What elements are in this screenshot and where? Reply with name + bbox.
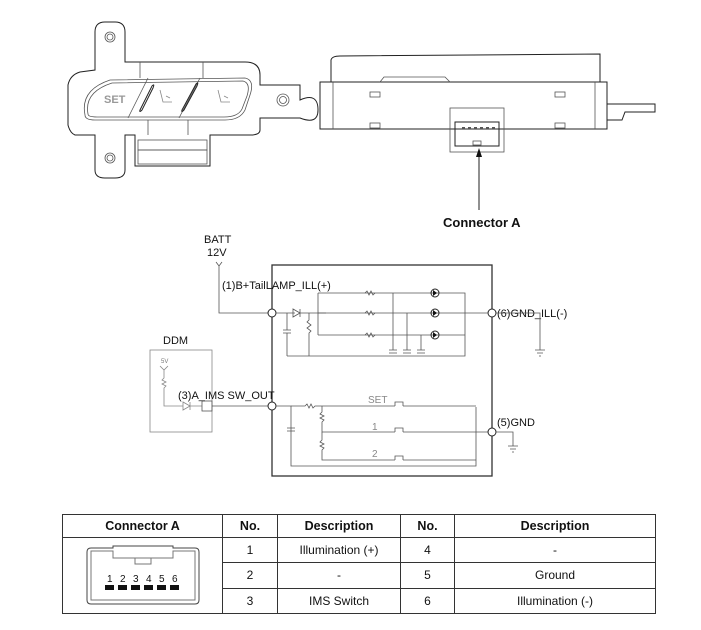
pin-number: 3 — [222, 587, 278, 615]
pin-number: 4 — [400, 536, 455, 564]
pin-number: 2 — [222, 562, 278, 589]
switch-2-label: 2 — [372, 449, 378, 460]
pin5-label: (5)GND — [497, 417, 535, 429]
connector-a-label: Connector A — [443, 215, 521, 230]
table-row: 3 IMS Switch 6 Illumination (-) — [63, 587, 656, 615]
led-icons — [430, 288, 440, 340]
connector-pin-number: 3 — [133, 574, 139, 585]
pin5-node — [487, 427, 497, 437]
ddm-supply-label: 5V — [161, 359, 168, 365]
header-description-b: Description — [454, 514, 656, 538]
pin-number: 1 — [222, 536, 278, 564]
table-header-row: Connector A No. Description No. Descript… — [62, 514, 656, 538]
pin6-node — [487, 308, 497, 318]
connector-pin-number: 5 — [159, 574, 165, 585]
header-connector: Connector A — [62, 514, 223, 538]
ddm-box — [149, 349, 213, 433]
pin-description: - — [454, 536, 656, 564]
ims-switch-front-view: SET — [67, 21, 319, 179]
connector-a-callout: Connector A — [443, 148, 521, 230]
ddm-label: DDM — [163, 335, 188, 347]
header-no-b: No. — [400, 514, 455, 538]
switch-module-box — [271, 264, 493, 477]
pin-description: IMS Switch — [277, 587, 401, 615]
seat-memory-1-icon — [159, 89, 172, 103]
pin-description: - — [277, 562, 401, 589]
pin6-label: (6)GND_ILL(-) — [497, 308, 567, 320]
connector-pin-number: 4 — [146, 574, 152, 585]
header-description-a: Description — [277, 514, 401, 538]
pin1-label: (1)B+TailLAMP_ILL(+) — [222, 280, 331, 292]
batt-voltage-label: 12V — [207, 247, 227, 259]
header-no-a: No. — [222, 514, 278, 538]
pin-description: Illumination (+) — [277, 536, 401, 564]
connector-a-face-icon: 1 2 3 4 5 6 — [86, 545, 200, 605]
connector-pin-number: 1 — [107, 574, 113, 585]
pin3-label: (3)A_IMS SW_OUT — [178, 390, 275, 402]
switch-set-label: SET — [368, 395, 387, 406]
seat-memory-2-icon — [217, 89, 230, 103]
connector-pin-table: Connector A No. Description No. Descript… — [62, 514, 656, 615]
pin1-node — [267, 308, 277, 318]
table-row: 1 2 3 4 5 6 1 Illumination (+) 4 - — [62, 536, 656, 614]
pin-description: Ground — [454, 562, 656, 589]
connector-a-face-cell: 1 2 3 4 5 6 — [62, 537, 223, 614]
connector-pin-number: 2 — [120, 574, 126, 585]
batt-label: BATT — [204, 234, 232, 246]
set-button-label: SET — [104, 94, 126, 106]
pin-description: Illumination (-) — [454, 587, 656, 615]
circuit-schematic: BATT 12V (1)B+TailLAMP_ILL(+) (6)GND_ILL… — [149, 234, 567, 477]
pin-number: 6 — [400, 587, 455, 615]
pin-number: 5 — [400, 562, 455, 589]
connector-pin-number: 6 — [172, 574, 178, 585]
switch-1-label: 1 — [372, 422, 378, 433]
ims-switch-side-view — [319, 53, 656, 153]
pin3-node — [267, 401, 277, 411]
